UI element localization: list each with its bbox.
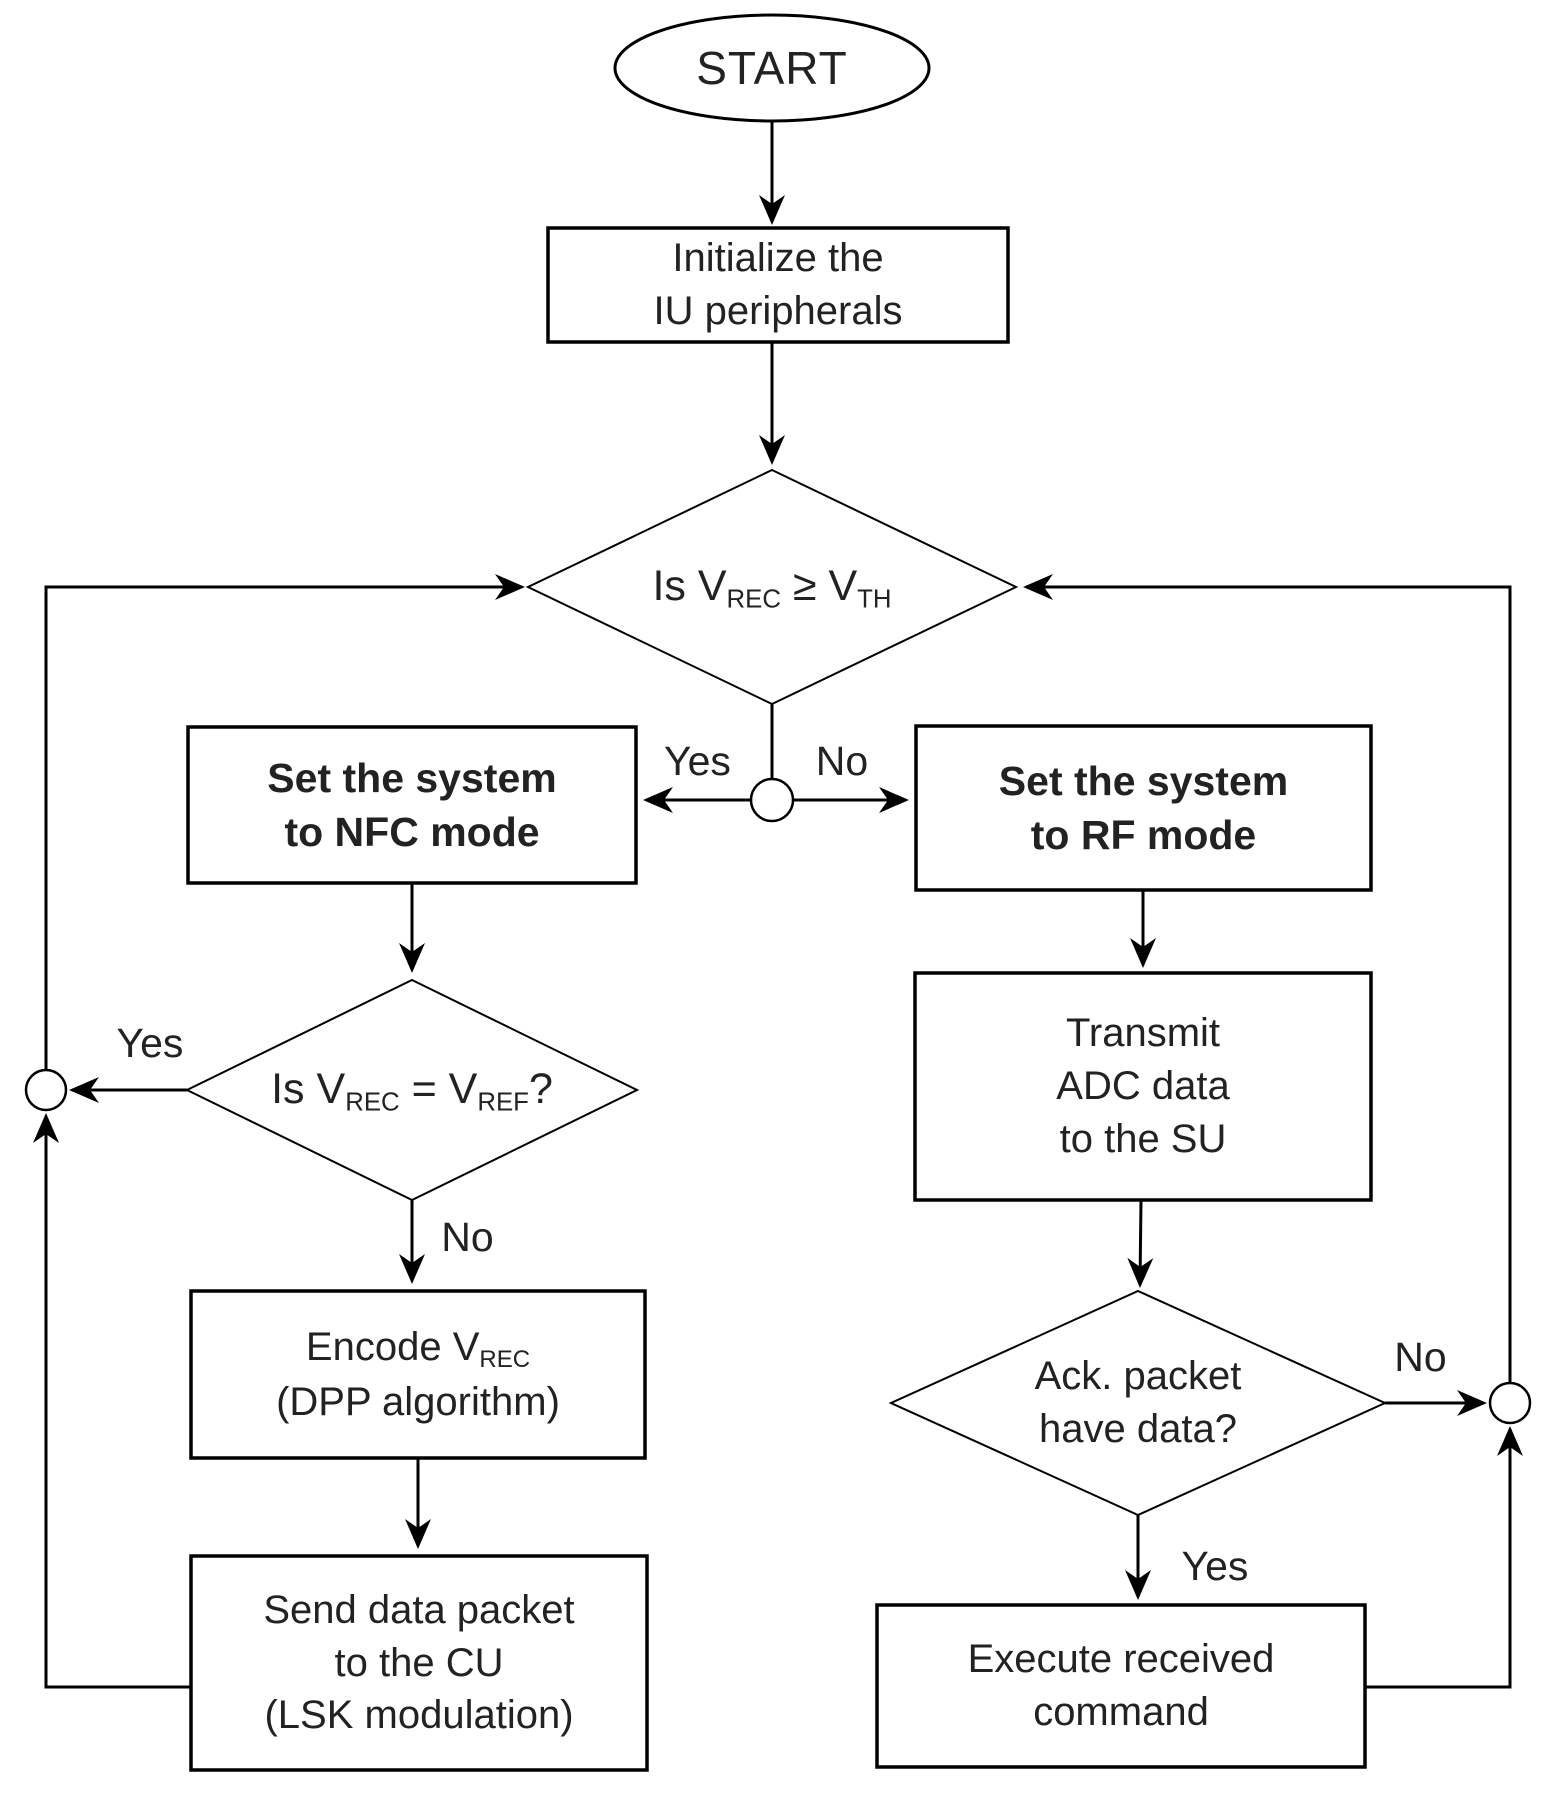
- nfc-mode-box: [186, 725, 638, 885]
- send-packet-box: [189, 1554, 649, 1772]
- arrow-execute-feedback-to-right-junction: [1365, 1426, 1523, 1689]
- right-junction-circle: [1488, 1381, 1532, 1425]
- label-no-vrec-vref: No: [441, 1213, 494, 1260]
- vrec-vth-label: Is VREC ≥ VTH: [652, 561, 892, 614]
- transmit-box: [913, 971, 1373, 1202]
- initialize-box: [546, 226, 1010, 344]
- arrow-transmit-to-ack: [1127, 1199, 1154, 1288]
- label-yes-ack: Yes: [1181, 1542, 1249, 1589]
- vrec-vref-label: Is VREC = VREF?: [271, 1064, 553, 1117]
- label-no-ack: No: [1394, 1333, 1447, 1380]
- encode-label: Encode VREC(DPP algorithm): [276, 1324, 560, 1424]
- encode-box: [189, 1289, 647, 1460]
- execute-box: [875, 1603, 1367, 1769]
- start-label: START: [696, 41, 848, 94]
- vrec-vref-decision-diamond: [184, 978, 640, 1202]
- main-junction-circle: [749, 777, 795, 823]
- label-yes-vrec-vref: Yes: [116, 1019, 184, 1066]
- label-no-junction-to-rf: No: [815, 737, 869, 784]
- arrow-left-junction-to-vrec-vth: [44, 574, 525, 1070]
- arrow-send-feedback-to-left-junction: [33, 1113, 191, 1689]
- label-yes-junction-to-nfc: Yes: [664, 737, 731, 784]
- rf-mode-box: [914, 724, 1373, 892]
- vrec-vth-decision-diamond: [525, 468, 1019, 706]
- start-terminator-ellipse: [613, 13, 931, 123]
- ack-decision-diamond: [888, 1289, 1388, 1517]
- left-junction-circle: [24, 1068, 68, 1112]
- arrow-right-junction-to-vrec-vth: [1023, 574, 1512, 1383]
